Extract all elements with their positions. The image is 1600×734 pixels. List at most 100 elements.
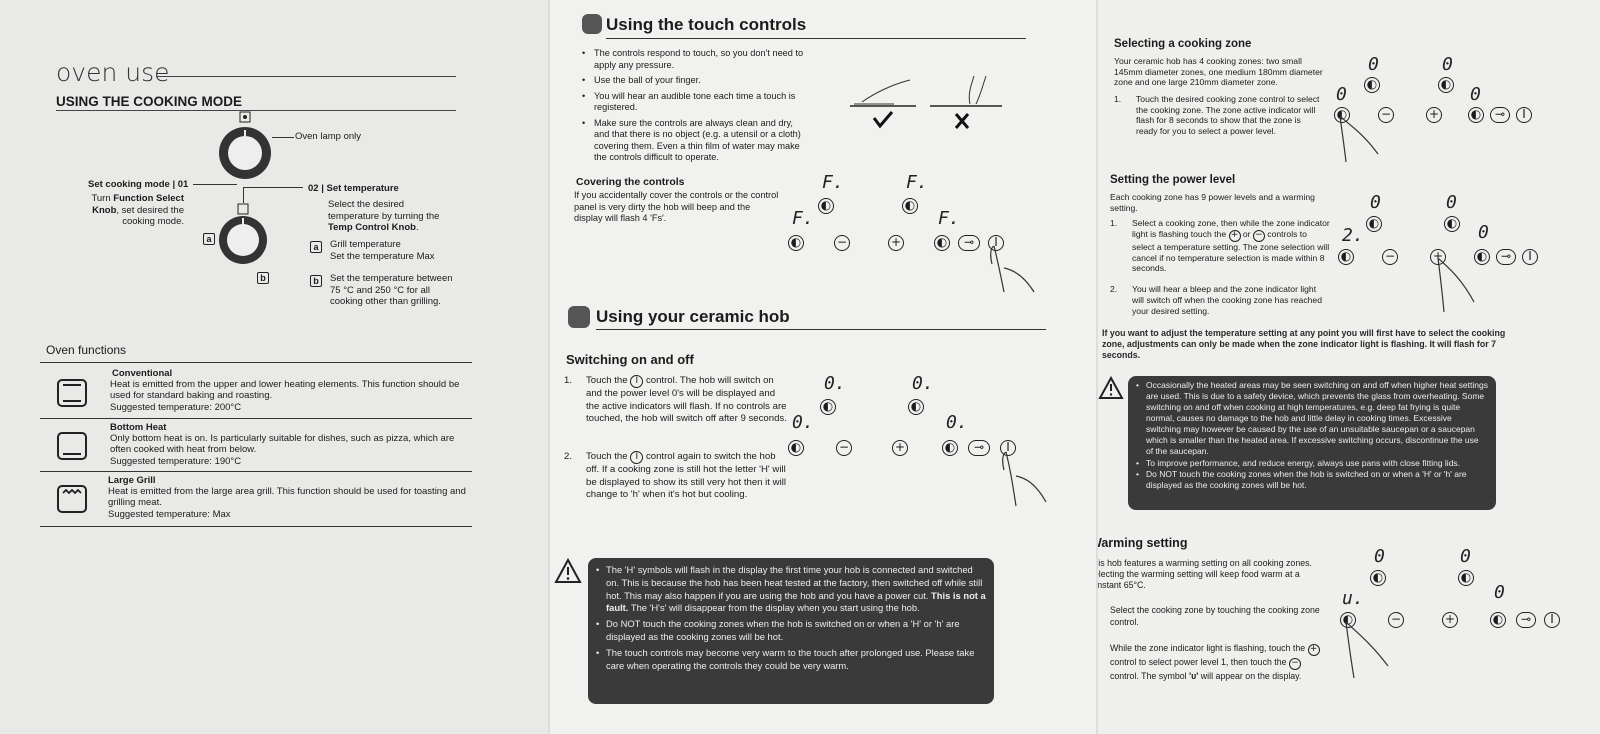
zone-indicator-icon: ◐	[1474, 249, 1490, 265]
zone-indicator-icon: ◐	[788, 235, 804, 251]
power-step-2: 2. You will hear a bleep and the zone in…	[1110, 284, 1322, 316]
warning-icon	[1098, 376, 1124, 399]
functions-list: Conventional Heat is emitted from the up…	[40, 366, 472, 527]
display-zero: 0	[1460, 546, 1471, 567]
lock-control-icon: ⊸	[1516, 612, 1536, 628]
plus-control-icon: +	[1228, 229, 1241, 242]
section-marker-icon	[582, 14, 602, 34]
warning-icon	[554, 558, 582, 583]
step2-text: Select the desired temperature by turnin…	[328, 199, 440, 233]
hand-pointer-icon	[1437, 257, 1475, 313]
warning-box: The 'H' symbols will flash in the displa…	[588, 558, 994, 704]
bullet: Make sure the controls are always clean …	[582, 118, 808, 164]
step1-heading: Set cooking mode | 01	[88, 179, 189, 190]
zone-indicator-icon: ◐	[1338, 249, 1354, 265]
zone-indicator-icon: ◐	[934, 235, 950, 251]
label-b-icon: b	[257, 272, 269, 284]
switch-step-1: 1. Touch the I control. The hob will swi…	[564, 375, 787, 424]
display-zero: 0	[1494, 582, 1505, 603]
minus-control-icon: −	[1382, 249, 1398, 265]
section-marker-icon	[568, 306, 590, 328]
zone-indicator-icon: ◐	[1490, 612, 1506, 628]
function-desc: Heat is emitted from the upper and lower…	[110, 379, 460, 401]
minus-control-icon: −	[1388, 612, 1404, 628]
bullet: You will hear an audible tone each time …	[582, 91, 808, 114]
lock-control-icon: ⊸	[958, 235, 980, 251]
step2-heading: 02 | Set temperature	[308, 183, 399, 194]
power-control-icon: I	[630, 451, 644, 464]
page-title: oven use	[56, 58, 170, 87]
covering-text: If you accidentally cover the controls o…	[574, 190, 779, 223]
function-item-bottom-heat: Bottom Heat Only bottom heat is on. Is p…	[40, 419, 472, 471]
zone-indicator-icon: ◐	[1364, 77, 1380, 93]
function-name: Bottom Heat	[110, 422, 167, 433]
display-zero: 0	[1370, 192, 1381, 213]
power-control-icon: I	[1000, 440, 1016, 456]
functions-heading: Oven functions	[46, 343, 127, 357]
lock-control-icon: ⊸	[1496, 249, 1516, 265]
switching-heading: Switching on and off	[566, 352, 694, 367]
zone-indicator-icon: ◐	[1458, 570, 1474, 586]
display-zero: 0.	[792, 412, 814, 433]
finger-touch-diagram-icon	[850, 75, 1002, 129]
warm-step-2: 2. While the zone indicator light is fla…	[1098, 642, 1320, 683]
switch-step-2: 2. Touch the I control again to switch t…	[564, 451, 786, 500]
bullet: Use the ball of your finger.	[582, 75, 808, 87]
ceramic-hob-heading: Using your ceramic hob	[596, 307, 790, 326]
display-f: F.	[792, 208, 814, 229]
function-name: Conventional	[112, 368, 173, 379]
lock-control-icon: ⊸	[968, 440, 990, 456]
display-f: F.	[822, 172, 844, 193]
display-zero: 0.	[824, 373, 846, 394]
plus-control-icon: +	[1426, 107, 1442, 123]
function-knob-icon	[219, 111, 271, 179]
plus-control-icon: +	[888, 235, 904, 251]
function-desc: Heat is emitted from the large area gril…	[108, 486, 466, 508]
zone-indicator-icon: ◐	[818, 198, 834, 214]
plus-control-icon: +	[1430, 249, 1446, 265]
display-zero: 0	[1442, 54, 1453, 75]
minus-control-icon: −	[1288, 658, 1301, 670]
heading-rule	[56, 110, 456, 111]
grill-icon	[57, 485, 87, 513]
display-zero: 0	[1368, 54, 1379, 75]
touch-bullets: The controls respond to touch, so you do…	[582, 48, 808, 168]
warming-heading: Warming setting	[1098, 536, 1188, 550]
minus-control-icon: −	[836, 440, 852, 456]
function-temp: Suggested temperature: 200°C	[110, 402, 242, 413]
plus-control-icon: +	[1307, 644, 1320, 656]
warning-item: Occasionally the heated areas may be see…	[1136, 380, 1488, 457]
minus-control-icon: −	[1252, 229, 1265, 242]
covering-heading: Covering the controls	[576, 176, 685, 188]
plus-control-icon: +	[1442, 612, 1458, 628]
display-f: F.	[938, 208, 960, 229]
zone-indicator-icon: ◐	[908, 399, 924, 415]
warning-item: To improve performance, and reduce energ…	[1136, 458, 1488, 469]
minus-control-icon: −	[1378, 107, 1394, 123]
display-zero: 0	[1446, 192, 1457, 213]
warming-text: This hob features a warming setting on a…	[1098, 558, 1312, 590]
function-temp: Suggested temperature: Max	[108, 509, 231, 520]
display-two: 2.	[1342, 225, 1364, 246]
selecting-text: Your ceramic hob has 4 cooking zones: tw…	[1114, 56, 1323, 87]
zone-indicator-icon: ◐	[1334, 107, 1350, 123]
page-touch-controls: Using the touch controls The controls re…	[550, 0, 1096, 734]
power-control-icon: I	[1544, 612, 1560, 628]
power-control-icon: I	[630, 375, 644, 388]
title-rule	[156, 76, 456, 77]
zone-indicator-icon: ◐	[1468, 107, 1484, 123]
select-step-1: 1. Touch the desired cooking zone contro…	[1114, 94, 1320, 136]
zone-indicator-icon: ◐	[902, 198, 918, 214]
plus-control-icon: +	[892, 440, 908, 456]
lamp-label: Oven lamp only	[295, 131, 362, 142]
hand-pointer-icon	[1339, 115, 1379, 163]
zone-indicator-icon: ◐	[1340, 612, 1356, 628]
label-a-icon: a	[203, 233, 215, 245]
zone-indicator-icon: ◐	[1366, 216, 1382, 232]
display-zero: 0	[1336, 84, 1347, 105]
page-ceramic-hob: Selecting a cooking zone Your ceramic ho…	[1098, 0, 1600, 734]
minus-control-icon: −	[834, 235, 850, 251]
legend-a-icon: a	[310, 241, 322, 253]
power-step-1: 1. Select a cooking zone, then while the…	[1110, 218, 1330, 274]
power-level-heading: Setting the power level	[1110, 174, 1236, 186]
